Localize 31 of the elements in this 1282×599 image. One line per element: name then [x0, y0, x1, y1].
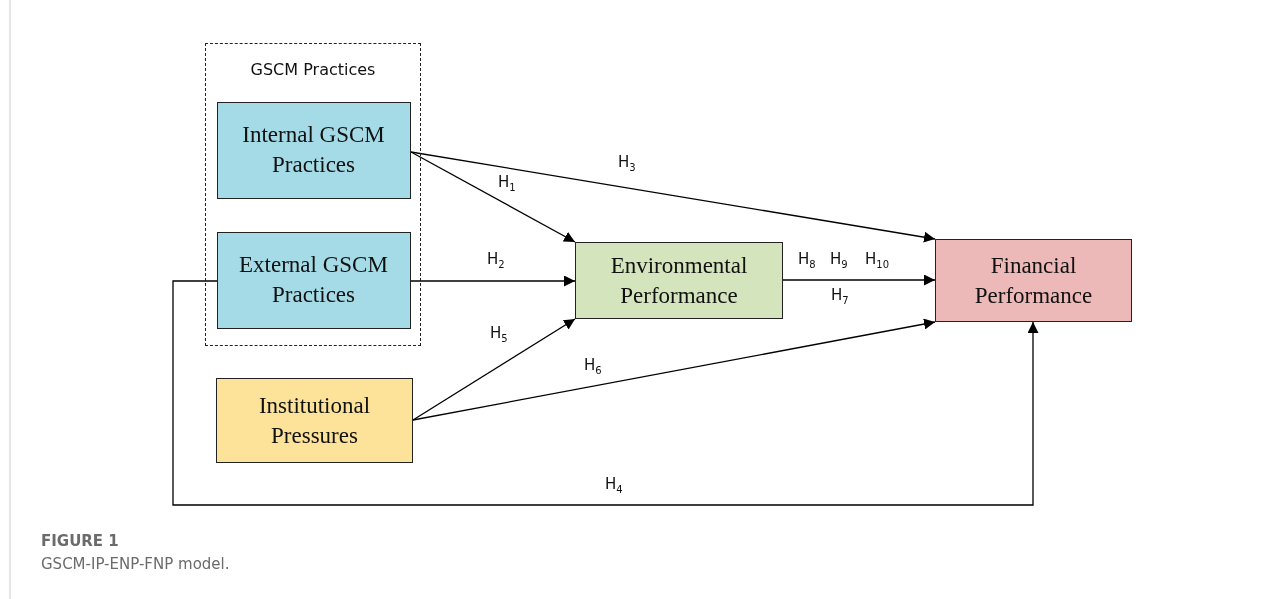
- edge-label: H$_{1}$: [497, 173, 517, 193]
- arrow: [412, 318, 576, 421]
- figure-caption: GSCM-IP-ENP-FNP model.: [41, 555, 230, 573]
- node-label: Internal GSCM Practices: [241, 121, 386, 179]
- hypothesis-label: H$_{10}$: [864, 250, 890, 270]
- concept-box: [575, 242, 783, 319]
- edge-label: H$_{3}$: [617, 153, 637, 173]
- concept-box: [216, 231, 411, 329]
- concept-box: [216, 101, 411, 199]
- figure-number: FIGURE 1: [41, 532, 119, 550]
- node-label: Institutional Pressures: [257, 391, 372, 450]
- hypothesis-label: H$_{8}$: [797, 250, 817, 270]
- group-heading: GSCM Practices: [250, 60, 376, 81]
- edge-label: H$_{4}$: [604, 475, 624, 495]
- hypothesis-label: H$_{9}$: [829, 250, 849, 270]
- edge-label: H$_{5}$: [489, 324, 509, 344]
- arrow: [410, 275, 576, 287]
- concept-box: [935, 239, 1132, 322]
- arrow: [172, 280, 1039, 506]
- edge-label: H$_{6}$: [583, 356, 603, 376]
- arrow: [410, 151, 576, 243]
- dashed-group-box: [205, 43, 421, 346]
- node-label: Environmental Performance: [609, 251, 749, 310]
- edge-label: H$_{2}$: [486, 250, 506, 270]
- arrow: [782, 274, 936, 286]
- arrow: [412, 318, 936, 421]
- concept-box: [216, 378, 413, 463]
- node-label: Financial Performance: [973, 251, 1094, 310]
- arrow: [410, 151, 936, 243]
- edge-label: H$_{7}$: [830, 286, 850, 306]
- node-label: External GSCM Practices: [238, 251, 389, 309]
